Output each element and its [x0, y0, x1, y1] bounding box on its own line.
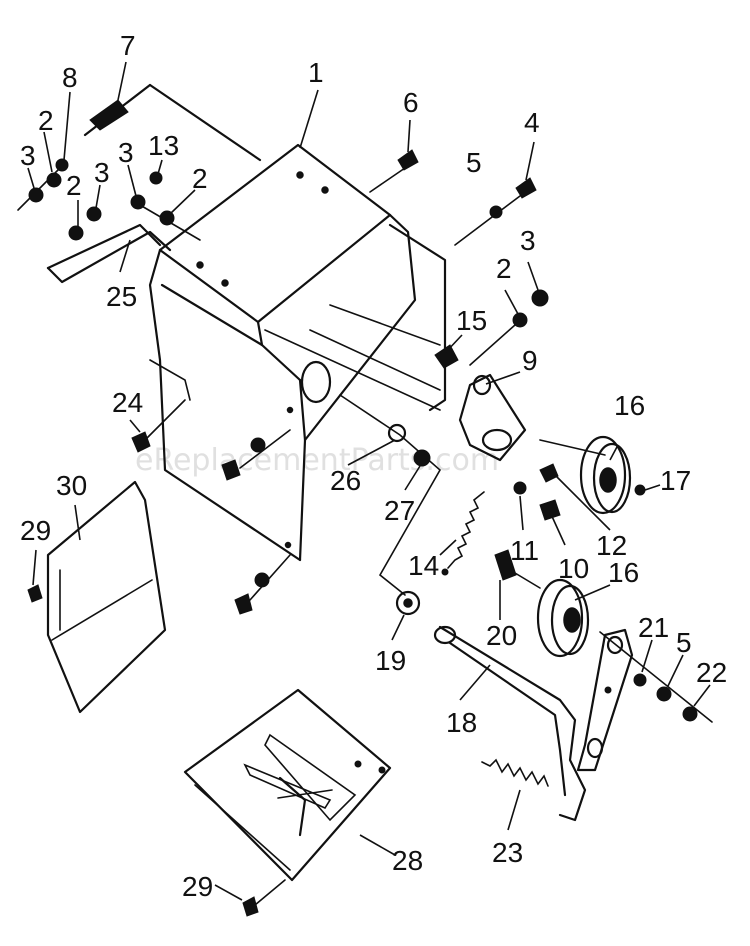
callout-9: 9 [522, 345, 538, 376]
callout-1: 1 [308, 57, 324, 88]
right-top-hardware [369, 149, 549, 366]
callout-3: 3 [520, 225, 536, 256]
base-plate [183, 688, 392, 917]
lever-arm [576, 628, 713, 772]
axle-assembly [395, 549, 587, 822]
callout-18: 18 [446, 707, 477, 738]
callout-3: 3 [94, 157, 110, 188]
callout-30: 30 [56, 470, 87, 501]
upper-wheel [579, 435, 646, 515]
callout-2: 2 [38, 105, 54, 136]
spring-upper [339, 394, 485, 596]
callout-4: 4 [524, 107, 540, 138]
callout-16: 16 [614, 390, 645, 421]
callout-22: 22 [696, 657, 727, 688]
callout-2: 2 [496, 253, 512, 284]
watermark-text: eReplacementParts.com [135, 443, 499, 478]
callout-14: 14 [408, 550, 439, 581]
callout-21: 21 [638, 612, 669, 643]
side-hardware [131, 399, 431, 615]
callout-29: 29 [20, 515, 51, 546]
callout-13: 13 [148, 130, 179, 161]
top-cover-plate [83, 83, 447, 412]
callout-3: 3 [20, 140, 36, 171]
main-housing [148, 143, 417, 562]
callout-labels: 1 2 2 2 2 3 3 3 3 4 5 5 6 7 8 9 10 11 12… [20, 30, 727, 902]
callout-28: 28 [392, 845, 423, 876]
lower-wheel [536, 578, 590, 658]
callout-17: 17 [660, 465, 691, 496]
callout-6: 6 [403, 87, 419, 118]
pivot-plate [434, 344, 606, 521]
bracket-part [46, 223, 191, 401]
left-hardware-cluster [17, 99, 201, 241]
callout-25: 25 [106, 281, 137, 312]
callout-8: 8 [62, 62, 78, 93]
callout-7: 7 [120, 30, 136, 61]
callout-5: 5 [466, 147, 482, 178]
callout-15: 15 [456, 305, 487, 336]
callout-24: 24 [112, 387, 143, 418]
callout-26: 26 [330, 465, 361, 496]
callout-23: 23 [492, 837, 523, 868]
callout-27: 27 [384, 495, 415, 526]
callout-16: 16 [608, 557, 639, 588]
callout-12: 12 [596, 530, 627, 561]
callout-5: 5 [676, 627, 692, 658]
callout-10: 10 [558, 553, 589, 584]
callout-11: 11 [510, 535, 539, 566]
spring-lower [481, 758, 549, 787]
callout-29: 29 [182, 871, 213, 902]
chute-flap [27, 480, 167, 714]
leader-lines [27, 61, 711, 901]
callout-2: 2 [66, 170, 82, 201]
callout-3: 3 [118, 137, 134, 168]
callout-19: 19 [375, 645, 406, 676]
callout-20: 20 [486, 620, 517, 651]
callout-2: 2 [192, 163, 208, 194]
